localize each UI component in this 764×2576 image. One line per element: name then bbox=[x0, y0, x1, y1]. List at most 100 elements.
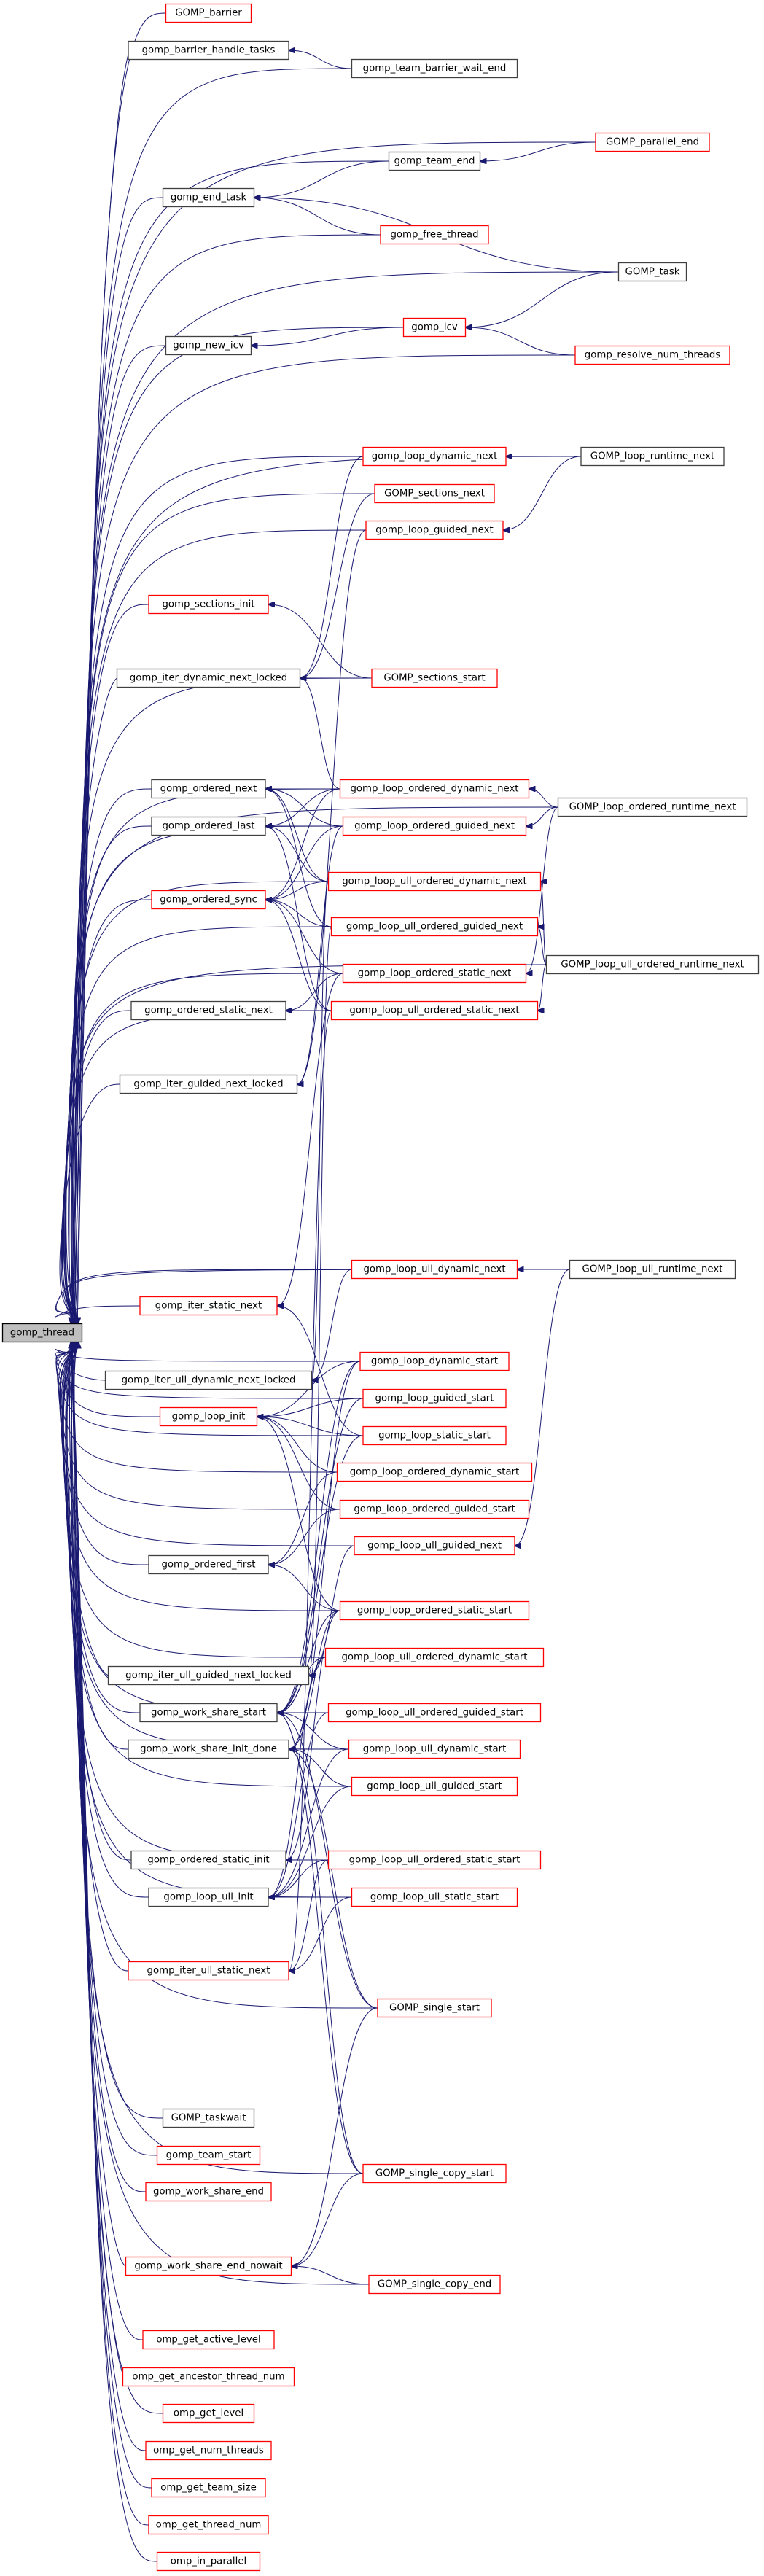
call-edge bbox=[289, 50, 352, 69]
graph-node-gomp-free-thread[interactable]: gomp_free_thread bbox=[381, 226, 488, 244]
graph-node-gomp-loop-ordered-dynamic-next[interactable]: gomp_loop_ordered_dynamic_next bbox=[340, 780, 529, 798]
graph-node-gomp-ordered-static-next[interactable]: gomp_ordered_static_next bbox=[131, 1002, 286, 1020]
graph-node-omp-get-ancestor-thread-num[interactable]: omp_get_ancestor_thread_num bbox=[123, 2368, 295, 2386]
graph-node-gomp-loop-ull-ordered-guided-next[interactable]: gomp_loop_ull_ordered_guided_next bbox=[332, 918, 538, 936]
graph-node-gomp-loop-static-start[interactable]: gomp_loop_static_start bbox=[363, 1427, 506, 1445]
graph-node-gomp-loop-ull-static-start[interactable]: gomp_loop_ull_static_start bbox=[352, 1888, 518, 1907]
graph-node-gomp-thread[interactable]: gomp_thread bbox=[3, 1324, 82, 1342]
graph-node-gomp-iter-ull-dynamic-next-locked[interactable]: gomp_iter_ull_dynamic_next_locked bbox=[106, 1371, 312, 1390]
graph-node-gomp-work-share-init-done[interactable]: gomp_work_share_init_done bbox=[128, 1740, 289, 1759]
node-label: gomp_loop_guided_next bbox=[375, 525, 493, 536]
graph-node-gomp-loop-ordered-runtime-next[interactable]: GOMP_loop_ordered_runtime_next bbox=[558, 798, 747, 817]
graph-node-gomp-barrier-handle-tasks[interactable]: gomp_barrier_handle_tasks bbox=[128, 42, 289, 60]
graph-node-gomp-iter-ull-guided-next-locked[interactable]: gomp_iter_ull_guided_next_locked bbox=[109, 1667, 309, 1685]
graph-node-omp-get-thread-num[interactable]: omp_get_thread_num bbox=[149, 2516, 268, 2534]
graph-node-gomp-sections-start[interactable]: GOMP_sections_start bbox=[372, 669, 497, 688]
graph-node-omp-get-level[interactable]: omp_get_level bbox=[163, 2405, 254, 2423]
graph-node-gomp-loop-ordered-guided-next[interactable]: gomp_loop_ordered_guided_next bbox=[343, 817, 526, 836]
graph-node-gomp-ordered-sync[interactable]: gomp_ordered_sync bbox=[152, 891, 265, 909]
graph-node-gomp-loop-init[interactable]: gomp_loop_init bbox=[160, 1408, 257, 1426]
graph-node-gomp-work-share-start[interactable]: gomp_work_share_start bbox=[140, 1704, 277, 1722]
graph-node-gomp-single-copy-end[interactable]: GOMP_single_copy_end bbox=[369, 2276, 500, 2294]
graph-node-gomp-new-icv[interactable]: gomp_new_icv bbox=[166, 337, 252, 355]
node-label: gomp_team_end bbox=[394, 156, 475, 167]
node-label: GOMP_single_copy_start bbox=[375, 2168, 494, 2179]
graph-node-gomp-ordered-next[interactable]: gomp_ordered_next bbox=[152, 780, 265, 798]
graph-node-gomp-sections-init[interactable]: gomp_sections_init bbox=[149, 596, 268, 614]
graph-node-gomp-loop-guided-start[interactable]: gomp_loop_guided_start bbox=[363, 1390, 506, 1408]
graph-node-gomp-single-start[interactable]: GOMP_single_start bbox=[378, 1999, 491, 2017]
graph-node-gomp-loop-dynamic-next[interactable]: gomp_loop_dynamic_next bbox=[363, 448, 506, 466]
call-edge bbox=[257, 1398, 364, 1417]
node-label: GOMP_sections_start bbox=[383, 673, 485, 684]
call-edge bbox=[480, 142, 596, 161]
graph-node-omp-get-num-threads[interactable]: omp_get_num_threads bbox=[146, 2442, 271, 2460]
graph-node-gomp-taskwait[interactable]: GOMP_taskwait bbox=[163, 2109, 254, 2128]
call-edge bbox=[289, 1361, 360, 1749]
graph-node-gomp-parallel-end[interactable]: GOMP_parallel_end bbox=[596, 133, 709, 152]
node-label: gomp_loop_ordered_dynamic_start bbox=[350, 1467, 520, 1478]
graph-node-gomp-loop-ull-ordered-guided-start[interactable]: gomp_loop_ull_ordered_guided_start bbox=[329, 1704, 541, 1722]
graph-node-gomp-iter-static-next[interactable]: gomp_iter_static_next bbox=[140, 1297, 277, 1315]
graph-node-omp-in-parallel[interactable]: omp_in_parallel bbox=[157, 2553, 260, 2571]
call-edge bbox=[268, 604, 372, 678]
graph-node-gomp-end-task[interactable]: gomp_end_task bbox=[163, 189, 254, 207]
node-label: omp_get_active_level bbox=[156, 2335, 260, 2346]
graph-node-gomp-loop-ull-ordered-runtime-next[interactable]: GOMP_loop_ull_ordered_runtime_next bbox=[547, 956, 759, 974]
graph-node-gomp-loop-ull-ordered-dynamic-start[interactable]: gomp_loop_ull_ordered_dynamic_start bbox=[326, 1649, 544, 1667]
graph-node-gomp-loop-ull-dynamic-next[interactable]: gomp_loop_ull_dynamic_next bbox=[352, 1261, 518, 1279]
graph-node-gomp-loop-ull-ordered-dynamic-next[interactable]: gomp_loop_ull_ordered_dynamic_next bbox=[329, 873, 541, 891]
graph-node-gomp-task[interactable]: GOMP_task bbox=[619, 263, 687, 281]
graph-node-gomp-loop-ordered-dynamic-start[interactable]: gomp_loop_ordered_dynamic_start bbox=[338, 1463, 532, 1482]
graph-node-gomp-loop-ull-guided-next[interactable]: gomp_loop_ull_guided_next bbox=[354, 1537, 515, 1555]
node-label: GOMP_loop_runtime_next bbox=[590, 451, 714, 462]
call-edge bbox=[300, 456, 364, 678]
graph-node-gomp-loop-ull-init[interactable]: gomp_loop_ull_init bbox=[149, 1888, 268, 1907]
graph-node-gomp-single-copy-start[interactable]: GOMP_single_copy_start bbox=[363, 2165, 506, 2183]
node-label: gomp_loop_ull_init bbox=[163, 1892, 253, 1903]
node-label: gomp_loop_ull_ordered_static_next bbox=[349, 1005, 519, 1016]
graph-node-omp-get-team-size[interactable]: omp_get_team_size bbox=[152, 2479, 265, 2497]
graph-node-gomp-loop-ull-ordered-static-next[interactable]: gomp_loop_ull_ordered_static_next bbox=[332, 1002, 538, 1020]
graph-node-gomp-team-barrier-wait-end[interactable]: gomp_team_barrier_wait_end bbox=[352, 60, 518, 78]
graph-node-gomp-ordered-last[interactable]: gomp_ordered_last bbox=[152, 817, 265, 836]
graph-node-gomp-team-start[interactable]: gomp_team_start bbox=[157, 2147, 260, 2165]
node-label: gomp_loop_ordered_static_next bbox=[358, 968, 512, 979]
graph-node-omp-get-active-level[interactable]: omp_get_active_level bbox=[143, 2331, 274, 2349]
graph-node-gomp-loop-ordered-static-next[interactable]: gomp_loop_ordered_static_next bbox=[343, 965, 526, 983]
graph-node-gomp-iter-ull-static-next[interactable]: gomp_iter_ull_static_next bbox=[128, 1962, 289, 1980]
graph-node-gomp-team-end[interactable]: gomp_team_end bbox=[389, 152, 480, 171]
node-label: gomp_team_barrier_wait_end bbox=[363, 63, 507, 74]
graph-node-gomp-work-share-end[interactable]: gomp_work_share_end bbox=[146, 2183, 271, 2201]
graph-node-gomp-ordered-static-init[interactable]: gomp_ordered_static_init bbox=[131, 1851, 286, 1869]
graph-node-gomp-icv[interactable]: gomp_icv bbox=[404, 319, 466, 337]
node-label: gomp_barrier_handle_tasks bbox=[142, 45, 276, 56]
graph-node-gomp-resolve-num-threads[interactable]: gomp_resolve_num_threads bbox=[575, 346, 730, 365]
graph-node-gomp-loop-dynamic-start[interactable]: gomp_loop_dynamic_start bbox=[360, 1353, 509, 1371]
root-call-edge bbox=[69, 678, 372, 1324]
node-label: gomp_loop_ull_guided_start bbox=[367, 1781, 502, 1792]
graph-node-gomp-loop-ordered-static-start[interactable]: gomp_loop_ordered_static_start bbox=[340, 1602, 529, 1620]
node-label: omp_get_level bbox=[174, 2408, 243, 2419]
graph-node-gomp-loop-guided-next[interactable]: gomp_loop_guided_next bbox=[366, 521, 503, 540]
graph-node-gomp-ordered-first[interactable]: gomp_ordered_first bbox=[149, 1556, 268, 1574]
graph-node-gomp-barrier[interactable]: GOMP_barrier bbox=[166, 4, 252, 23]
call-edge bbox=[268, 1472, 338, 1565]
graph-node-gomp-iter-dynamic-next-locked[interactable]: gomp_iter_dynamic_next_locked bbox=[117, 669, 300, 688]
node-label: gomp_ordered_static_init bbox=[147, 1855, 269, 1866]
node-label: gomp_ordered_first bbox=[161, 1560, 255, 1571]
graph-node-gomp-loop-ull-runtime-next[interactable]: GOMP_loop_ull_runtime_next bbox=[570, 1261, 736, 1279]
call-edge bbox=[526, 807, 558, 826]
call-edge bbox=[277, 1713, 363, 2174]
node-label: omp_in_parallel bbox=[171, 2556, 246, 2567]
graph-node-gomp-work-share-end-nowait[interactable]: gomp_work_share_end_nowait bbox=[126, 2257, 292, 2276]
graph-node-gomp-sections-next[interactable]: GOMP_sections_next bbox=[375, 485, 494, 503]
graph-node-gomp-loop-ull-guided-start[interactable]: gomp_loop_ull_guided_start bbox=[352, 1778, 518, 1796]
node-label: gomp_work_share_start bbox=[151, 1708, 266, 1719]
graph-node-gomp-loop-ull-dynamic-start[interactable]: gomp_loop_ull_dynamic_start bbox=[349, 1740, 521, 1759]
graph-node-gomp-loop-ull-ordered-static-start[interactable]: gomp_loop_ull_ordered_static_start bbox=[329, 1851, 541, 1869]
node-label: gomp_iter_guided_next_locked bbox=[133, 1079, 283, 1090]
graph-node-gomp-iter-guided-next-locked[interactable]: gomp_iter_guided_next_locked bbox=[120, 1075, 297, 1094]
graph-node-gomp-loop-ordered-guided-start[interactable]: gomp_loop_ordered_guided_start bbox=[340, 1501, 529, 1519]
graph-node-gomp-loop-runtime-next[interactable]: GOMP_loop_runtime_next bbox=[581, 448, 724, 466]
